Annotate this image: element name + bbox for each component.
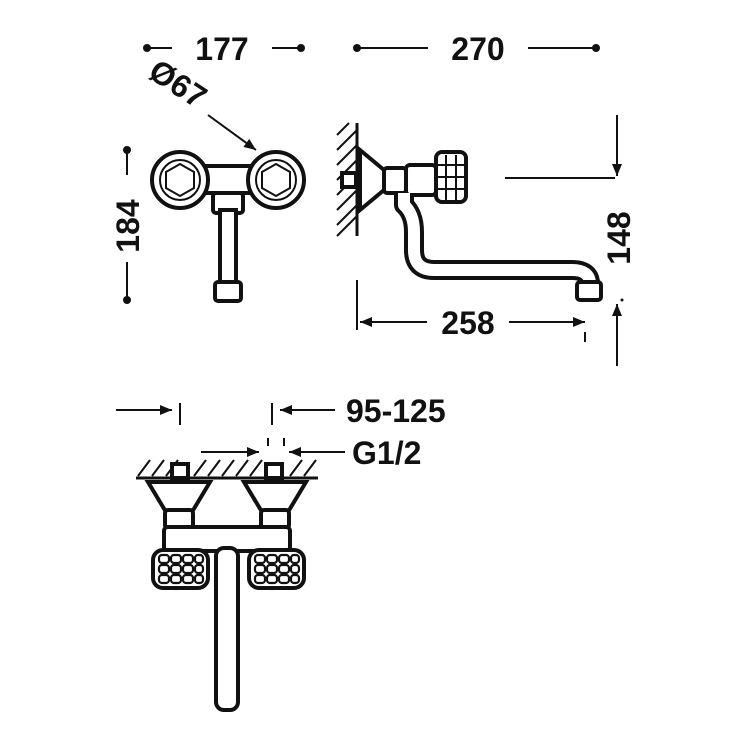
dimension-centers: 95-125 <box>346 393 446 429</box>
right-handle-knurled <box>247 548 306 590</box>
left-handle-knurled <box>151 548 210 590</box>
dimension-270: 270 <box>353 31 600 67</box>
dimension-thread: G1/2 <box>352 435 421 471</box>
front-view: 184 <box>110 146 306 304</box>
dimension-width-side: 270 <box>451 31 504 67</box>
dimension-width-front: 177 <box>195 31 248 67</box>
bottom-view: 95-125 G1/2 <box>116 393 446 712</box>
dim-dot <box>297 44 305 52</box>
dimension-spout-reach: 258 <box>441 305 494 341</box>
dimension-spout-height: 148 <box>601 211 637 264</box>
dimension-177: 177 <box>143 31 305 67</box>
dimension-height-front: 184 <box>110 199 146 253</box>
side-view: 148 258 <box>336 115 637 366</box>
